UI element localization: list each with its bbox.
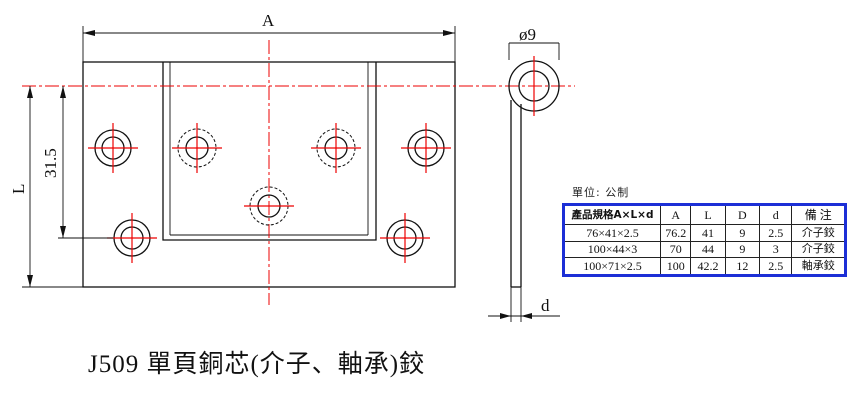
table-cell: 12 (724, 257, 761, 276)
hole-top-left (88, 123, 138, 173)
dimension-l (22, 86, 83, 288)
table-cell: 42.2 (690, 257, 726, 276)
drawing-caption: J509 單頁銅芯(介子、軸承)鉸 (88, 351, 426, 378)
dimension-a-label: A (262, 11, 275, 30)
table-header-cell: L (690, 204, 726, 225)
table-cell: 2.5 (759, 224, 793, 242)
table-cell: 70 (660, 240, 692, 259)
side-view (508, 56, 560, 288)
table-cell: 100 (660, 257, 692, 276)
table-header-cell: d (759, 204, 793, 225)
table-cell: 100×44×3 (562, 240, 662, 259)
table-cell: 介子鉸 (791, 240, 846, 259)
table-header-row: 產品規格A×L×d A L D d 備 注 (562, 204, 846, 225)
table-cell: 41 (690, 224, 726, 242)
dimension-pin-diameter (508, 42, 560, 60)
table-cell: 76×41×2.5 (562, 224, 662, 242)
unit-label: 單位: 公制 (572, 186, 630, 199)
table-header-cell: A (660, 204, 692, 225)
table-cell: 介子鉸 (791, 224, 846, 242)
table-header-cell: 備 注 (791, 204, 846, 225)
table-cell: 100×71×2.5 (562, 257, 662, 276)
table-header-cell: D (724, 204, 761, 225)
table-row: 100×71×2.5 100 42.2 12 2.5 軸承鉸 (562, 257, 846, 276)
dimension-l-label: L (9, 184, 28, 194)
dimension-thickness (488, 287, 560, 322)
hole-inner-right (311, 123, 361, 173)
spec-table: 產品規格A×L×d A L D d 備 注 76×41×2.5 76.2 41 … (562, 203, 847, 277)
table-row: 100×44×3 70 44 9 3 介子鉸 (562, 240, 846, 259)
table-cell: 3 (759, 240, 793, 259)
inner-recess-outline (162, 62, 377, 241)
hole-bottom-left (107, 213, 157, 263)
hole-inner-left (172, 123, 222, 173)
table-cell: 76.2 (660, 224, 692, 242)
table-cell: 9 (724, 224, 761, 242)
hole-inner-center (244, 186, 294, 226)
dimension-thickness-label: d (541, 296, 550, 315)
hole-bottom-right (380, 213, 430, 263)
table-header-cell: 產品規格A×L×d (562, 204, 662, 225)
dimension-a (82, 26, 456, 62)
table-row: 76×41×2.5 76.2 41 9 2.5 介子鉸 (562, 224, 846, 242)
hole-top-right (401, 123, 451, 173)
table-cell: 44 (690, 240, 726, 259)
table-cell: 軸承鉸 (791, 257, 846, 276)
table-cell: 2.5 (759, 257, 793, 276)
dimension-hole-spacing (58, 86, 113, 239)
dimension-hole-spacing-label: 31.5 (41, 148, 60, 178)
table-cell: 9 (724, 240, 761, 259)
dimension-pin-diameter-label: ø9 (519, 25, 536, 44)
